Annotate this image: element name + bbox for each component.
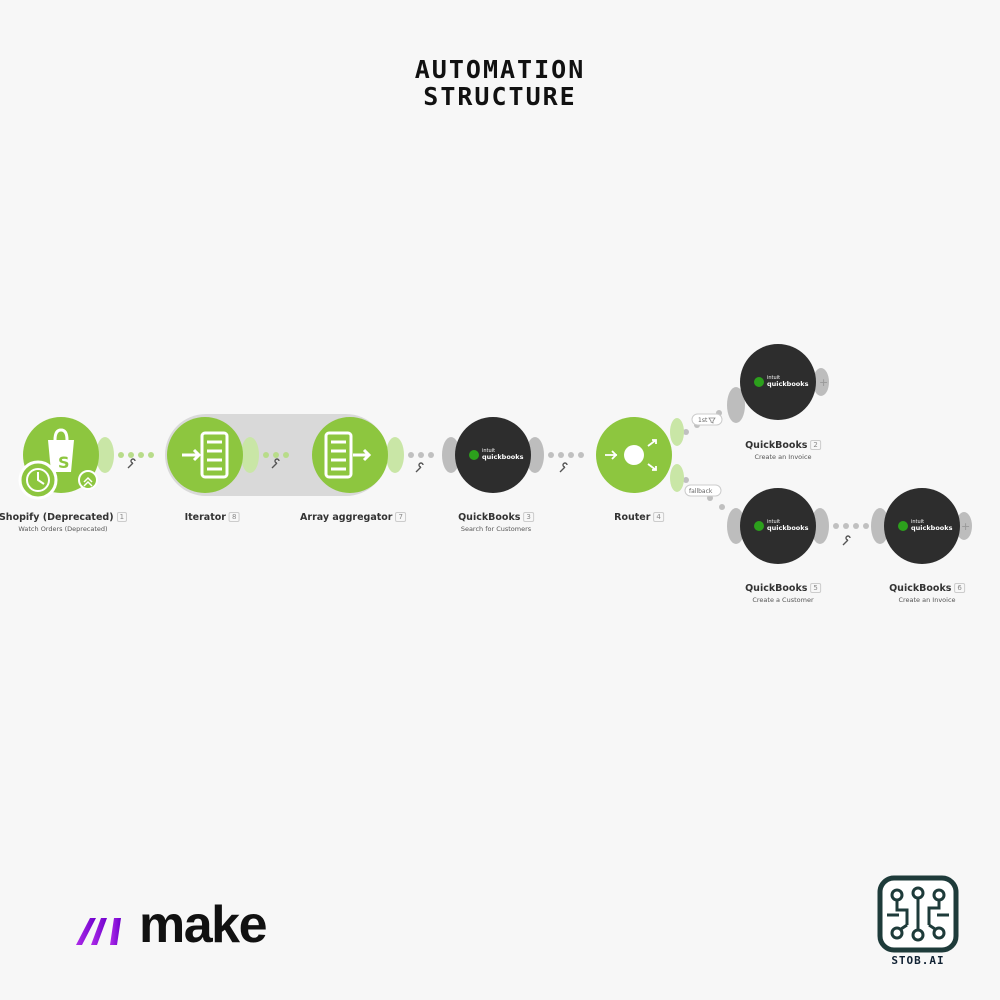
module-label-shopify: Shopify (Deprecated)1 Watch Orders (Depr… (0, 505, 128, 533)
wrench-icon[interactable] (271, 458, 280, 469)
stob-ai-wordmark: STOB.AI (891, 954, 945, 967)
page-title-line2: STRUCTURE (423, 82, 577, 111)
add-module-icon[interactable]: + (819, 376, 828, 389)
stob-ai-logo-icon (877, 875, 959, 953)
quickbooks-logo-icon (469, 450, 479, 460)
module-array-aggregator[interactable] (312, 417, 404, 493)
connector-8-7[interactable] (263, 452, 289, 458)
module-shopify[interactable]: S (18, 417, 114, 500)
aggregator-icon (324, 431, 372, 479)
connector-5-6[interactable] (833, 523, 869, 529)
make-logo-icon (76, 918, 121, 945)
svg-text:S: S (58, 453, 70, 472)
svg-text:quickbooks: quickbooks (911, 524, 953, 532)
iterator-icon (182, 431, 229, 479)
connector-7-3[interactable] (408, 452, 434, 458)
add-module-icon[interactable]: + (961, 520, 970, 533)
quickbooks-logo-icon (754, 377, 764, 387)
svg-text:intuit: intuit (482, 448, 495, 454)
make-wordmark: make (139, 896, 268, 954)
quickbooks-logo-icon (754, 521, 764, 531)
connector-1-8[interactable] (118, 452, 154, 458)
connector-3-4[interactable] (548, 452, 584, 458)
svg-text:fallback: fallback (689, 488, 713, 495)
svg-text:quickbooks: quickbooks (767, 380, 809, 388)
svg-text:quickbooks: quickbooks (767, 524, 809, 532)
module-iterator[interactable] (167, 417, 259, 493)
svg-text:intuit: intuit (911, 519, 924, 525)
svg-text:intuit: intuit (767, 375, 780, 381)
page-title-line1: AUTOMATION (414, 55, 586, 84)
module-quickbooks-2[interactable]: intuit quickbooks + (727, 344, 829, 423)
wrench-icon[interactable] (559, 462, 568, 473)
double-chevron-up-icon[interactable] (78, 470, 98, 490)
svg-text:1st: 1st (698, 417, 708, 424)
svg-text:quickbooks: quickbooks (482, 453, 524, 461)
filter-icon[interactable] (708, 417, 716, 424)
wrench-icon[interactable] (842, 535, 851, 546)
wrench-icon[interactable] (415, 462, 424, 473)
module-router[interactable] (596, 417, 684, 493)
module-quickbooks-3[interactable]: intuit quickbooks (442, 417, 544, 493)
quickbooks-logo-icon (898, 521, 908, 531)
wrench-icon[interactable] (127, 458, 136, 469)
module-quickbooks-6[interactable]: intuit quickbooks + (871, 488, 972, 564)
module-quickbooks-5[interactable]: intuit quickbooks (727, 488, 829, 564)
route-label-first[interactable]: 1st (691, 413, 723, 426)
shopify-bag-icon (48, 440, 74, 472)
route-label-fallback[interactable]: fallback (684, 484, 722, 497)
router-icon (624, 445, 644, 465)
svg-text:intuit: intuit (767, 519, 780, 525)
